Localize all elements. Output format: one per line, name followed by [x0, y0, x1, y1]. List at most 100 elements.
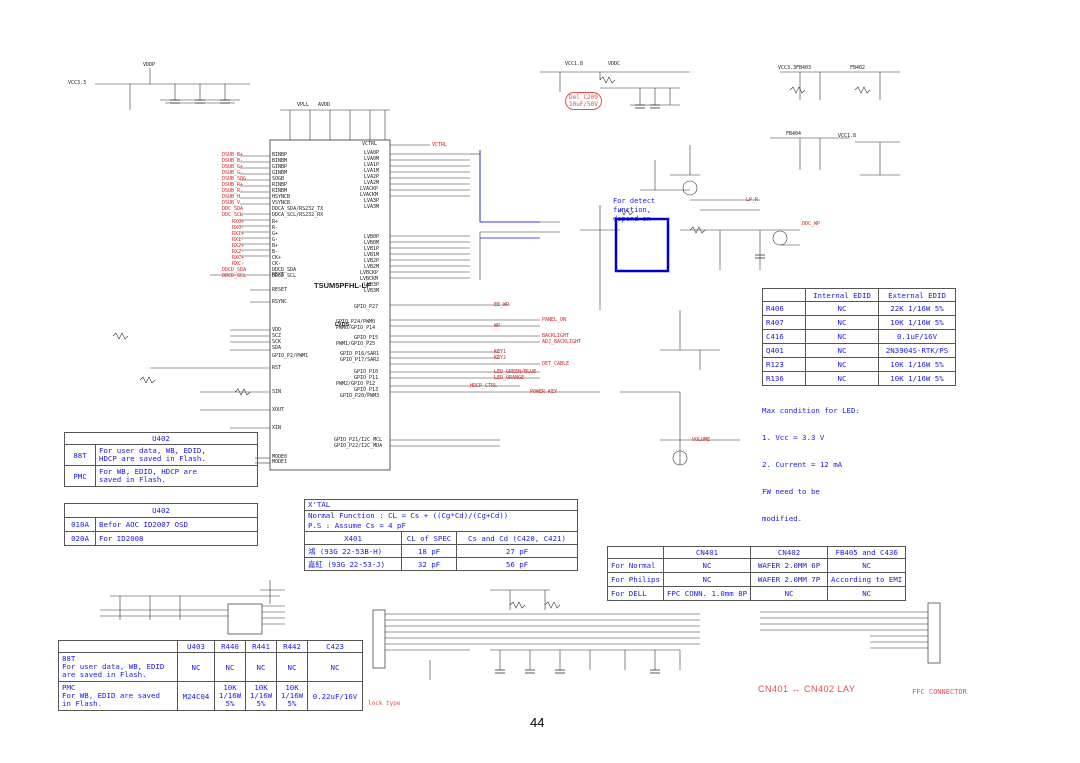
net-label: RX1+ [232, 231, 245, 237]
table-cell: For ID2008 [95, 531, 258, 546]
net-label: VCTRL [432, 142, 448, 148]
pin-label: GINBP [272, 164, 288, 170]
table-cell: According to EMI [827, 572, 907, 587]
pin-label: RINBM [272, 188, 288, 194]
pin-label: LVACKM [360, 192, 379, 198]
table-cell: For user data, WB, EDID, HDCP are saved … [95, 444, 258, 466]
table-header: C423 [307, 640, 363, 653]
pin-label: SCK [272, 339, 282, 345]
note-line: FW need to be [762, 487, 820, 496]
table-cell: 鴻 (93G 22-53B-H) [305, 544, 402, 558]
pin-label: DDCD_SCL [272, 273, 297, 279]
stamp-line: Del C209 [569, 94, 598, 101]
pin-label: G- [272, 237, 279, 243]
pin-label: BINBM [272, 158, 288, 164]
pin-label: LVB2P [364, 258, 380, 264]
table-cell: Q401 [762, 343, 806, 358]
pin-label: PWM0/GPIO_P14 [336, 325, 376, 331]
pin-label: SIN [272, 389, 282, 395]
deleted-capacitor-stamp: Del C209 10uF/50V [565, 92, 602, 110]
net-label: VCC3.3 [778, 65, 797, 71]
pin-label: MODE0 [272, 454, 288, 460]
cell-line: saved in Flash. [99, 475, 166, 484]
pin-label: R- [272, 225, 279, 231]
table-cell: 10K 1/16W 5% [878, 315, 956, 330]
net-label: ADJ_BACKLIGHT [542, 339, 582, 345]
pin-label: CK- [272, 261, 282, 267]
net-label: FB403 [796, 65, 812, 71]
pin-label: GPIO_P20/PWM3 [340, 393, 380, 399]
table-cell: 10K 1/16W 5% [878, 371, 956, 386]
pin-label: LVACKP [360, 186, 379, 192]
pin-label: VDD [272, 327, 282, 333]
pin-label: LVA3P [364, 198, 380, 204]
table-cell: NC [805, 357, 879, 372]
table-cell: 88T [64, 444, 96, 466]
net-label: BACKLIGHT [542, 333, 570, 339]
pin-label: PWM1/GPIO_P25 [336, 341, 376, 347]
net-label: DSUB_R- [222, 188, 244, 194]
xtal-formula: Normal Function : CL = Cs + ((Cg*Cd)/(Cg… [308, 511, 509, 520]
cell-line: For WB, EDID, HDCP are [99, 467, 197, 476]
net-label: VCC1.8 [838, 133, 857, 139]
pin-label: DDCA_SDA/RS232_TX [272, 206, 324, 212]
pin-label: GPIO_P16/SAR1 [340, 351, 380, 357]
detect-function-note: For detect function, depend on [613, 197, 655, 224]
pin-label: GPIO_P11 [354, 375, 379, 381]
table-header [607, 546, 664, 559]
table-cell: 10K 1/16W 5% [214, 681, 246, 711]
table-cell: 10K 1/16W 5% [878, 357, 956, 372]
pin-label: GPIO_P24/PWM0 [336, 319, 376, 325]
table-cell: NC [805, 329, 879, 344]
table-cell: NC [805, 343, 879, 358]
table-cell: C416 [762, 329, 806, 344]
pin-label: RESET [272, 287, 288, 293]
pin-label: LVB1P [364, 246, 380, 252]
net-label: RX0+ [232, 219, 245, 225]
net-label: DET_CABLE [542, 361, 570, 367]
pin-label: LVB2M [364, 264, 380, 270]
table-cell: NC [276, 652, 308, 682]
note-line: depend on [613, 215, 651, 223]
net-label: VDDC [608, 61, 621, 67]
page-number: 44 [530, 715, 545, 730]
table-cell: PMC For WB, EDID are saved in Flash. [58, 681, 178, 711]
pin-label: VCTRL [362, 141, 378, 147]
net-label: LP_R [746, 197, 759, 203]
net-label: EE_WP [494, 302, 510, 308]
note-line: modified. [762, 514, 803, 523]
table-cell: 10K 1/16W 5% [276, 681, 308, 711]
net-label: HDCP_CTRL [470, 383, 498, 389]
table-cell: 020A [64, 531, 96, 546]
pin-label: LVA0M [364, 156, 380, 162]
pin-label: GPIO_P22/I2C_MDA [334, 443, 383, 449]
pin-label: LVB3M [364, 288, 380, 294]
pin-label: BINBP [272, 152, 288, 158]
table-cell: For Philips [607, 572, 664, 587]
net-label: AVDD [318, 102, 331, 108]
pin-label: MODE1 [272, 459, 288, 465]
pin-label: GINBM [272, 170, 288, 176]
note-line: function, [613, 206, 651, 214]
net-label: RX2- [232, 249, 245, 255]
note-line: Max condition for LED: [762, 406, 860, 415]
net-label: DSUB_G- [222, 170, 244, 176]
pin-label: R+ [272, 219, 279, 225]
table-cell: NC [827, 586, 907, 601]
net-label: LED_ORANGE [494, 375, 525, 381]
table-header [762, 288, 806, 302]
table-cell: NC [827, 558, 907, 573]
pin-label: LVB1M [364, 252, 380, 258]
pin-label: GPIO_P10 [354, 369, 379, 375]
table-header: U403 [177, 640, 215, 653]
u402-flash-table: U402 88T For user data, WB, EDID, HDCP a… [64, 432, 258, 487]
pin-label: SDA [272, 345, 282, 351]
table-cell: FPC CONN. 1.0mm 8P [662, 586, 752, 601]
net-label: DSUB_R+ [222, 182, 244, 188]
net-label: VPLL [297, 102, 310, 108]
table-cell: 27 pF [456, 544, 577, 558]
pin-label: GPIO_P13 [354, 387, 379, 393]
table-cell: WAFER 2.0MM 6P [750, 558, 829, 573]
pin-label: G+ [272, 231, 279, 237]
